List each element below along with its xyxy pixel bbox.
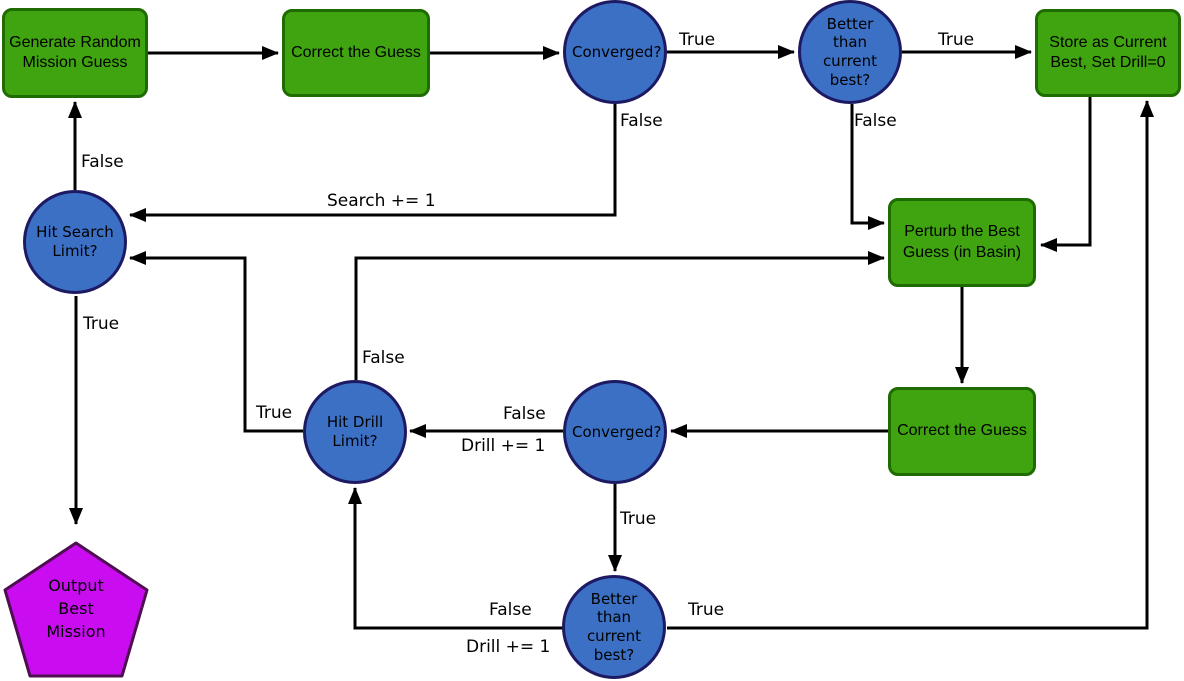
node-label: Correct the Guess — [897, 422, 1027, 440]
edge-hit-drill-true-to-hit-search — [129, 251, 303, 433]
edge-label-converged-bottom-false: False — [503, 404, 546, 424]
node-perturb-best-guess: Perturb the Best Guess (in Basin) — [888, 198, 1036, 287]
node-label: Converged? — [572, 42, 662, 61]
edge-converged-false-to-hit-search — [129, 104, 617, 222]
edge-label-drill-increment-top: Drill += 1 — [461, 436, 546, 456]
node-label: Hit Search Limit? — [36, 223, 114, 260]
node-label: Converged? — [572, 422, 662, 441]
node-label: Perturb the Best Guess (in Basin) — [902, 223, 1022, 261]
edge-better-bottom-true-to-store — [667, 100, 1154, 630]
node-correct-the-guess-bottom: Correct the Guess — [888, 387, 1036, 476]
node-output-best-mission: Output Best Mission — [2, 540, 150, 680]
edge-label-hit-search-true: True — [83, 314, 120, 334]
node-hit-drill-limit: Hit Drill Limit? — [303, 380, 407, 484]
node-label: Better than current best? — [822, 14, 878, 89]
edge-better-false-to-perturb — [850, 104, 885, 230]
edge-hit-drill-false-to-perturb — [354, 251, 885, 380]
edge-label-converged-top-false: False — [620, 111, 663, 131]
node-hit-search-limit: Hit Search Limit? — [23, 190, 127, 294]
node-label: Store as Current Best, Set Drill=0 — [1049, 33, 1167, 71]
node-converged-top: Converged? — [563, 0, 667, 104]
edge-label-search-increment: Search += 1 — [327, 191, 436, 211]
node-correct-the-guess-top: Correct the Guess — [282, 9, 430, 97]
edge-label-drill-increment-bottom: Drill += 1 — [466, 637, 551, 657]
edge-label-converged-top-true: True — [679, 30, 716, 50]
node-label: Hit Drill Limit? — [326, 413, 384, 450]
pentagon-shape — [3, 541, 149, 678]
edge-label-hit-drill-true: True — [256, 403, 293, 423]
node-label: Better than current best? — [586, 589, 642, 664]
node-better-than-current-best-bottom: Better than current best? — [562, 575, 666, 679]
node-label: Output Best Mission — [46, 576, 106, 642]
edge-label-converged-bottom-true: True — [620, 509, 657, 529]
edge-label-hit-search-false: False — [81, 152, 124, 172]
node-label: Correct the Guess — [291, 43, 421, 61]
node-label: Generate Random Mission Guess — [9, 33, 141, 71]
pentagon-shape-icon — [3, 541, 149, 678]
edge-label-better-bottom-false: False — [489, 600, 532, 620]
node-better-than-current-best-top: Better than current best? — [798, 0, 902, 104]
node-converged-bottom: Converged? — [563, 380, 667, 484]
edge-label-hit-drill-false: False — [362, 348, 405, 368]
node-store-as-current-best: Store as Current Best, Set Drill=0 — [1035, 9, 1181, 97]
node-generate-random-mission-guess: Generate Random Mission Guess — [2, 8, 148, 98]
edge-store-to-perturb — [1040, 97, 1092, 252]
edge-better-bottom-false-to-hit-drill — [348, 487, 563, 630]
edge-label-better-top-true: True — [938, 30, 975, 50]
edge-label-better-bottom-true: True — [688, 600, 725, 620]
edge-label-better-top-false: False — [854, 111, 897, 131]
